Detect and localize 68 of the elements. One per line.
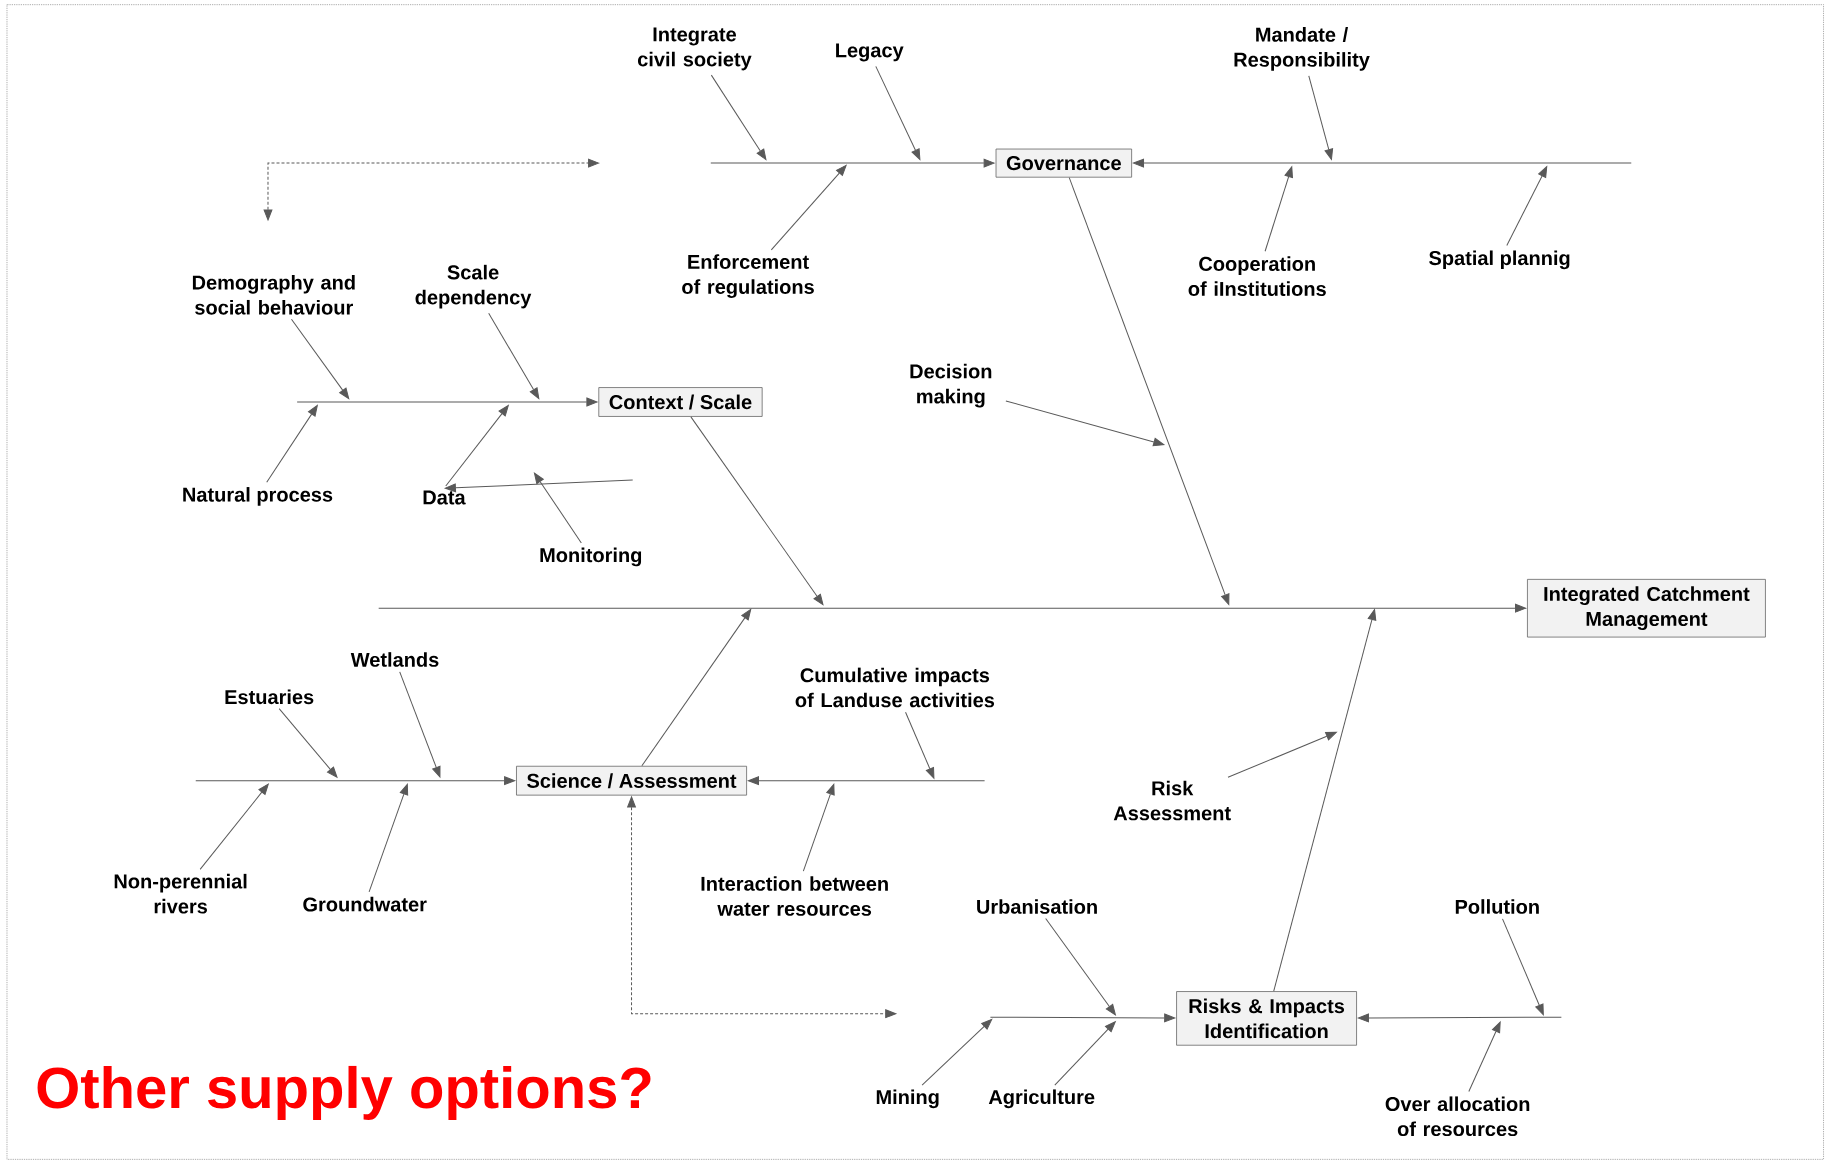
arrow [1227, 731, 1337, 778]
cause-label: Groundwater [303, 896, 427, 912]
arrow [1264, 166, 1293, 252]
note-text: Other supply options? [37, 1065, 651, 1120]
cause-label: Non-perennial rivers [114, 873, 247, 914]
cause-label: Estuaries [225, 689, 314, 705]
arrow [291, 318, 350, 399]
arrow [690, 416, 824, 606]
cause-label: Enforcement of regulations [682, 254, 814, 298]
cause-label: Mining [876, 1089, 939, 1109]
arrow [1068, 177, 1230, 606]
arrow [875, 65, 921, 160]
category-box: Governance [995, 148, 1133, 178]
outcome-box: Integrated Catchment Management [1527, 578, 1766, 638]
cause-label: Natural process [183, 487, 333, 506]
arrow [399, 671, 441, 778]
arrow [905, 711, 935, 779]
arrow [1132, 158, 1632, 168]
cause-label: Scale dependency [415, 264, 532, 309]
cause-label: Agriculture [988, 1089, 1095, 1109]
cause-label: Wetlands [350, 652, 439, 667]
cause-label: Cumulative impacts of Landuse activities [795, 667, 995, 708]
arrow [710, 74, 767, 161]
arrow [989, 1013, 1176, 1023]
arrow [1054, 1021, 1116, 1086]
arrow [445, 404, 509, 487]
cause-label: Risk Assessment [1113, 780, 1231, 821]
arrow [488, 312, 540, 399]
cause-label: Urbanisation [977, 899, 1097, 914]
arrow [1045, 918, 1116, 1016]
cause-label: Mandate / Responsibility [1234, 27, 1370, 71]
cause-label: Interaction between water resources [701, 876, 888, 916]
spine-arrow [378, 603, 1527, 613]
arrow [921, 1018, 993, 1086]
cause-label: Pollution [1455, 899, 1539, 914]
cause-label: Legacy [836, 43, 904, 62]
category-box: Science / Assessment [516, 765, 747, 796]
arrow [1005, 400, 1165, 447]
arrow [296, 397, 598, 407]
dashed-arrow [627, 796, 897, 1019]
arrow [368, 783, 409, 893]
cause-label: Spatial plannig [1429, 250, 1570, 270]
arrow [770, 164, 847, 251]
cause-label: Decision making [910, 363, 992, 408]
arrow [710, 158, 995, 168]
arrow [444, 479, 634, 493]
arrow [1357, 1013, 1562, 1023]
arrow [195, 776, 516, 786]
cause-label: Integrate civil society [638, 27, 752, 71]
cause-label: Cooperation of iInstitutions [1188, 256, 1326, 296]
arrow [1273, 609, 1377, 992]
arrow [747, 776, 986, 786]
arrow [278, 708, 338, 778]
cause-label: Data [423, 490, 466, 505]
arrow [641, 608, 752, 767]
arrow [1502, 918, 1544, 1016]
arrow [533, 472, 582, 544]
cause-label: Over allocation of resources [1385, 1096, 1530, 1137]
arrow [802, 783, 835, 872]
category-box: Context / Scale [598, 387, 763, 417]
arrow [199, 783, 269, 870]
cause-label: Monitoring [540, 547, 642, 567]
arrow [1506, 166, 1548, 247]
cause-label: Demography and social behaviour [192, 274, 355, 315]
category-box: Risks & Impacts Identification [1176, 991, 1357, 1046]
arrow [1308, 75, 1334, 160]
arrow [266, 405, 318, 483]
arrow [1468, 1021, 1501, 1092]
